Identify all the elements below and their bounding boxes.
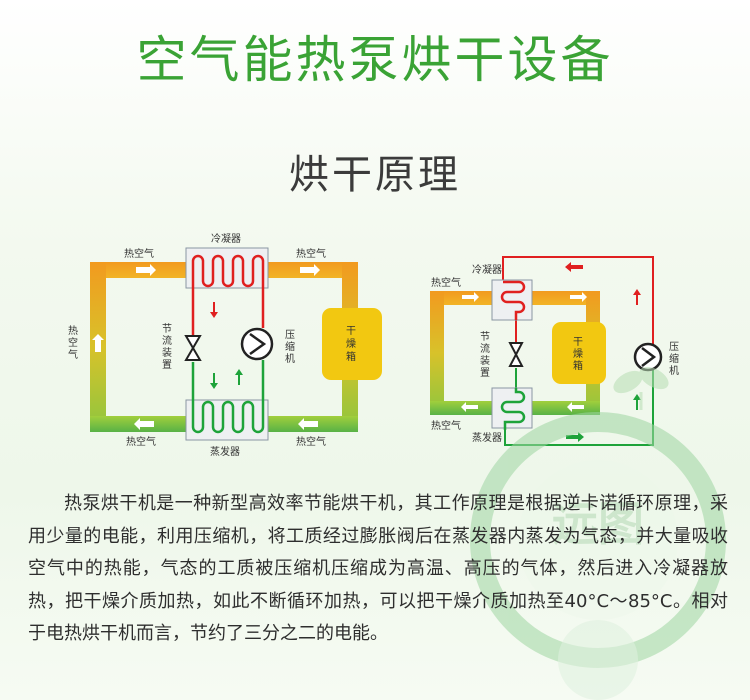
left-evaporator-box (185, 399, 269, 441)
left-throttle-label-2: 流 (162, 334, 172, 347)
right-evaporator-label: 蒸发器 (472, 431, 502, 444)
page-title: 空气能热泵烘干设备 (136, 31, 614, 89)
left-hot-air-side-3: 气 (68, 348, 78, 361)
right-diagram: 热空气 热空气 冷凝器 蒸发器 节 流 装 置 压 缩 机 (430, 256, 679, 446)
right-throttle-label-1: 节 (480, 331, 490, 343)
right-duct-left (430, 291, 444, 415)
left-condenser-label: 冷凝器 (211, 232, 241, 245)
left-evaporator-coil (191, 400, 265, 434)
right-condenser-label: 冷凝器 (472, 263, 502, 276)
left-dryer-label-2: 燥 (346, 338, 356, 350)
right-hot-air-top: 热空气 (431, 276, 461, 289)
left-hot-air-top-right: 热空气 (296, 247, 326, 260)
right-compressor-label-3: 机 (669, 364, 679, 377)
left-hot-air-top-left: 热空气 (124, 247, 154, 260)
left-throttle-label-4: 置 (162, 359, 172, 371)
left-throttle-valve (184, 335, 202, 361)
right-flow-arrow-green-side (633, 394, 641, 410)
left-hot-air-side-2: 空 (68, 336, 78, 349)
left-compressor-label-3: 机 (285, 352, 295, 365)
left-compressor-label-1: 压 (285, 329, 295, 341)
right-condenser-coil (500, 280, 526, 320)
right-throttle-label-4: 置 (480, 367, 490, 379)
description-paragraph: 热泵烘干机是一种新型高效率节能烘干机，其工作原理是根据逆卡诺循环原理，采用少量的… (28, 493, 728, 644)
right-compressor (633, 342, 663, 372)
left-flow-arrow-green-1 (210, 373, 218, 389)
right-throttle-label-3: 装 (480, 354, 490, 367)
right-condenser-box (491, 279, 533, 321)
right-flow-arrow-green-bottom (566, 432, 584, 442)
left-air-arrows (92, 264, 320, 430)
left-compressor (240, 327, 274, 361)
right-flow-arrow-red-side (633, 289, 641, 305)
left-dryer-label-3: 箱 (346, 350, 356, 363)
left-hot-air-bottom-left: 热空气 (126, 435, 156, 448)
left-compressor-label-2: 缩 (285, 340, 295, 353)
right-throttle-valve (508, 342, 524, 367)
left-diagram: 热空气 热空气 热空气 热空气 热 空 气 冷凝器 蒸发器 节 流 装 (68, 232, 382, 458)
right-loop-red (502, 256, 654, 350)
heat-pump-diagram: 热空气 热空气 热空气 热空气 热 空 气 冷凝器 蒸发器 节 流 装 (68, 232, 679, 458)
right-flow-arrow-red-top (565, 262, 583, 272)
left-condenser-coil (191, 254, 265, 288)
left-condenser-box (185, 247, 269, 289)
right-dryer-label-2: 燥 (573, 348, 583, 360)
left-hot-air-side-1: 热 (68, 324, 78, 337)
right-hot-air-bottom: 热空气 (431, 419, 461, 432)
left-dryer-label-1: 干 (346, 326, 356, 337)
right-dryer-label-1: 干 (573, 337, 583, 348)
right-dryer-label-3: 箱 (573, 359, 583, 372)
left-dryer-box (322, 308, 382, 380)
left-throttle-label-1: 节 (162, 323, 172, 335)
right-throttle-label-2: 流 (480, 342, 490, 355)
section-subtitle: 烘干原理 (289, 152, 461, 198)
left-throttle-label-3: 装 (162, 346, 172, 359)
left-evaporator-label: 蒸发器 (210, 445, 240, 458)
left-hot-air-bottom-right: 热空气 (296, 435, 326, 448)
right-compressor-label-1: 压 (669, 341, 679, 353)
right-dryer-box (552, 322, 606, 384)
right-air-arrows (461, 292, 587, 412)
left-flow-arrow-green-2 (235, 369, 243, 385)
right-compressor-label-2: 缩 (669, 352, 679, 365)
left-flow-arrow-red (210, 302, 218, 318)
